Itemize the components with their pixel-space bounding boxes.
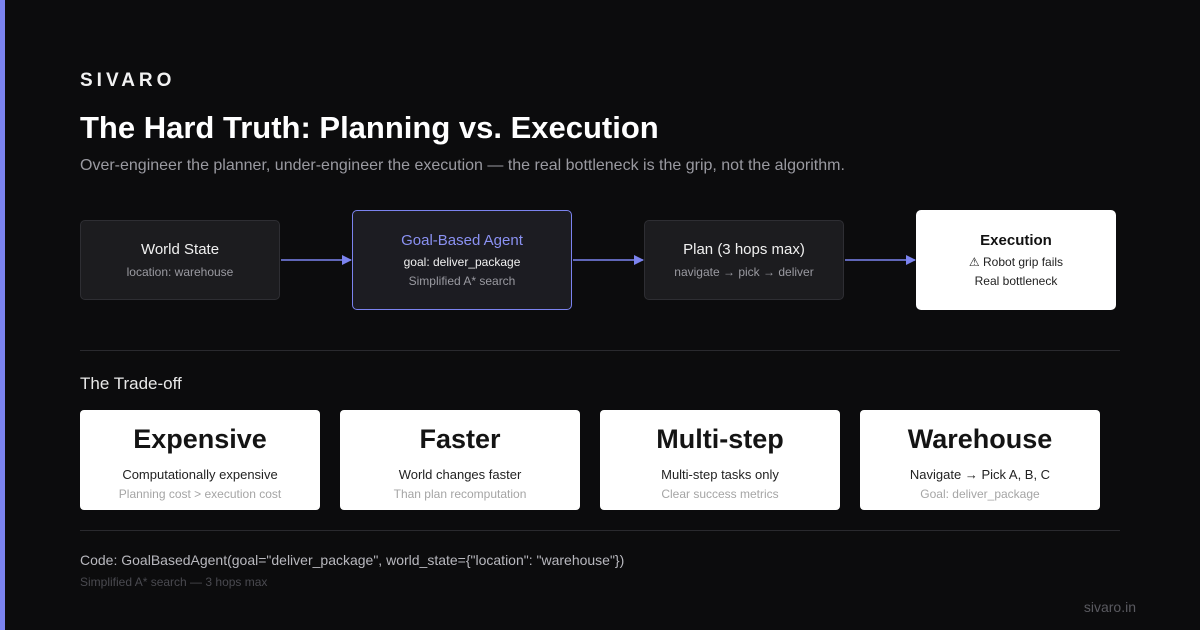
node-world-state-sub: location: warehouse	[126, 265, 234, 279]
node-execution-title: Execution	[980, 232, 1052, 249]
card-headline: Faster	[419, 424, 501, 454]
node-world-state-title: World State	[140, 241, 220, 258]
card-headline: Multi-step	[656, 424, 784, 454]
card-description: Navigate → Pick A, B, C	[909, 467, 1051, 482]
card-note: Clear success metrics	[661, 487, 779, 501]
card-note: Goal: deliver_package	[920, 487, 1040, 501]
code-snippet: Code: GoalBasedAgent(goal="deliver_packa…	[80, 552, 625, 568]
accent-bar	[0, 0, 5, 630]
card-note: Planning cost > execution cost	[118, 487, 282, 501]
tradeoff-card-faster: Faster World changes faster Than plan re…	[340, 410, 580, 510]
divider-bottom	[80, 530, 1120, 531]
tradeoff-heading: The Trade-off	[80, 374, 182, 393]
node-execution-note: Real bottleneck	[974, 274, 1058, 288]
node-execution: Execution ⚠ Robot grip fails Real bottle…	[916, 210, 1116, 310]
tradeoff-card-expensive: Expensive Computationally expensive Plan…	[80, 410, 320, 510]
page-title: The Hard Truth: Planning vs. Execution	[80, 110, 659, 145]
tradeoff-card-warehouse: Warehouse Navigate → Pick A, B, C Goal: …	[860, 410, 1100, 510]
brand-logo: SIVARO	[80, 70, 176, 91]
card-headline: Expensive	[133, 424, 267, 454]
card-note: Than plan recomputation	[393, 487, 527, 501]
node-plan-sub: navigate → pick → deliver	[674, 265, 814, 279]
node-agent-goal: goal: deliver_package	[403, 255, 521, 269]
node-agent-title: Goal-Based Agent	[401, 232, 523, 249]
node-plan: Plan (3 hops max) navigate → pick → deli…	[644, 220, 844, 300]
node-goal-based-agent: Goal-Based Agent goal: deliver_package S…	[352, 210, 572, 310]
tradeoff-card-multistep: Multi-step Multi-step tasks only Clear s…	[600, 410, 840, 510]
card-headline: Warehouse	[907, 424, 1053, 454]
code-note: Simplified A* search — 3 hops max	[80, 575, 268, 589]
node-agent-search: Simplified A* search	[408, 274, 516, 288]
node-plan-title: Plan (3 hops max)	[683, 241, 805, 258]
card-description: Computationally expensive	[122, 467, 278, 482]
divider-top	[80, 350, 1120, 351]
page-subtitle: Over-engineer the planner, under-enginee…	[80, 157, 845, 174]
footer-url: sivaro.in	[1083, 599, 1136, 615]
card-description: World changes faster	[398, 467, 522, 482]
card-description: Multi-step tasks only	[661, 467, 779, 482]
node-execution-warning: ⚠ Robot grip fails	[968, 255, 1064, 269]
node-world-state: World State location: warehouse	[80, 220, 280, 300]
